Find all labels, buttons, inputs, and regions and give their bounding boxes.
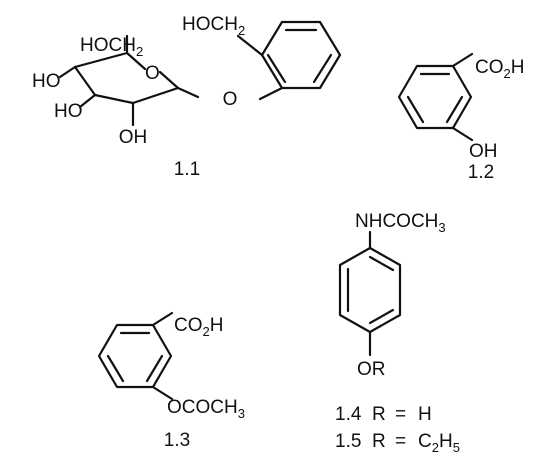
- r-value-1-4: H: [418, 404, 432, 425]
- salicylic-acid-substituent-bonds: [451, 52, 474, 142]
- compound-1-4-1-5-structure: NHCOCH3 OR 1.4 R = H 1.5 R = C2H5: [335, 211, 460, 455]
- aspirin-substituent-bonds: [151, 311, 174, 401]
- salicylic-acid-benzene-ring: [397, 64, 473, 130]
- acetanilide-double-bonds: [346, 255, 395, 325]
- salicin-benzene-double-bonds: [266, 28, 333, 84]
- compound-1-3-structure: CO2H OCOCH3 1.3: [97, 311, 245, 451]
- hydroxyl-label-c4: HO: [32, 71, 61, 92]
- salicylic-acid-double-bonds: [406, 72, 464, 124]
- or-substituent-label: OR: [357, 359, 386, 380]
- phenol-hydroxyl-label: OH: [469, 141, 498, 162]
- hydroxyl-label-c3: HO: [54, 101, 83, 122]
- compound-number-1-3: 1.3: [164, 430, 190, 451]
- r-equals-1-5: =: [395, 431, 406, 452]
- compound-number-1-4: 1.4: [335, 404, 362, 425]
- ring-oxygen-label: O: [145, 63, 160, 84]
- acetoxy-label: OCOCH3: [167, 397, 245, 421]
- r-definition-line-1-5: 1.5 R = C2H5: [335, 431, 460, 455]
- salicin-aryl-bonds: [236, 34, 284, 101]
- r-value-1-5: C2H5: [418, 431, 460, 455]
- r-equals-1-4: =: [395, 404, 406, 425]
- aspirin-double-bonds: [106, 331, 164, 383]
- r-symbol-1-4: R: [372, 404, 386, 425]
- aspirin-benzene-ring: [97, 323, 173, 389]
- compound-number-1-5: 1.5: [335, 431, 361, 452]
- glycosidic-oxygen-label: O: [223, 89, 238, 110]
- aryl-ch2oh-label: HOCH2: [182, 14, 245, 38]
- acetamido-label: NHCOCH3: [355, 211, 446, 235]
- compound-1-2-structure: CO2H OH 1.2: [397, 52, 524, 183]
- compound-number-1-1: 1.1: [174, 159, 200, 180]
- carboxyl-label: CO2H: [475, 57, 524, 81]
- compound-number-1-2: 1.2: [468, 162, 494, 183]
- glucose-substituent-bonds: [58, 34, 200, 127]
- salicin-benzene-ring: [260, 20, 342, 90]
- aspirin-carboxyl-label: CO2H: [174, 315, 223, 339]
- glucose-ring-bonds: [73, 51, 180, 105]
- compound-1-1-structure: HOCH2 HOCH2 O O HO HO OH 1.1: [32, 14, 342, 180]
- r-definition-line-1-4: 1.4 R = H: [335, 404, 432, 425]
- r-symbol-1-5: R: [372, 431, 386, 452]
- sugar-ch2oh-label: HOCH2: [80, 35, 143, 59]
- hydroxyl-label-c2: OH: [119, 127, 148, 148]
